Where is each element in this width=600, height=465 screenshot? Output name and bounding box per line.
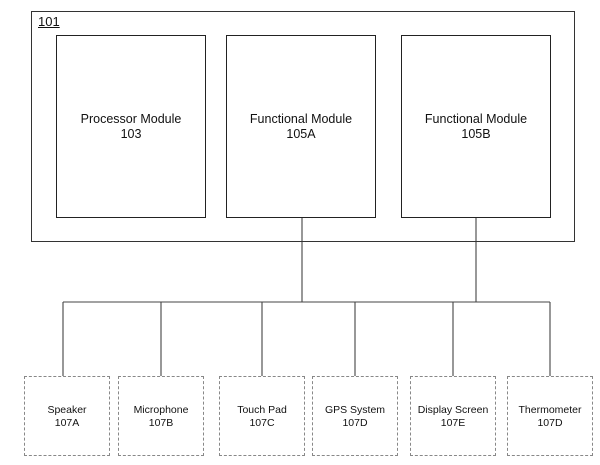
device-name: GPS System [324, 404, 386, 416]
system-label: 101 [38, 14, 60, 29]
device-ref: 107D [537, 417, 563, 429]
device-touch-pad: Touch Pad 107C [219, 376, 305, 456]
device-ref: 107A [54, 417, 80, 429]
device-speaker: Speaker 107A [24, 376, 110, 456]
module-ref: 105A [286, 127, 316, 141]
functional-module-b: Functional Module 105B [401, 35, 551, 218]
device-ref: 107D [342, 417, 368, 429]
processor-module: Processor Module 103 [56, 35, 206, 218]
module-name: Functional Module [249, 112, 353, 126]
system-box [31, 11, 575, 242]
device-ref: 107E [440, 417, 466, 429]
module-name: Processor Module [80, 112, 182, 126]
device-name: Speaker [47, 404, 87, 416]
module-ref: 105B [461, 127, 491, 141]
device-thermometer: Thermometer 107D [507, 376, 593, 456]
device-ref: 107B [148, 417, 174, 429]
device-name: Display Screen [417, 404, 489, 416]
device-display-screen: Display Screen 107E [410, 376, 496, 456]
device-microphone: Microphone 107B [118, 376, 204, 456]
device-gps-system: GPS System 107D [312, 376, 398, 456]
module-name: Functional Module [424, 112, 528, 126]
module-ref: 103 [120, 127, 142, 141]
device-ref: 107C [249, 417, 275, 429]
functional-module-a: Functional Module 105A [226, 35, 376, 218]
device-name: Microphone [133, 404, 189, 416]
device-name: Thermometer [518, 404, 582, 416]
device-name: Touch Pad [237, 404, 287, 416]
